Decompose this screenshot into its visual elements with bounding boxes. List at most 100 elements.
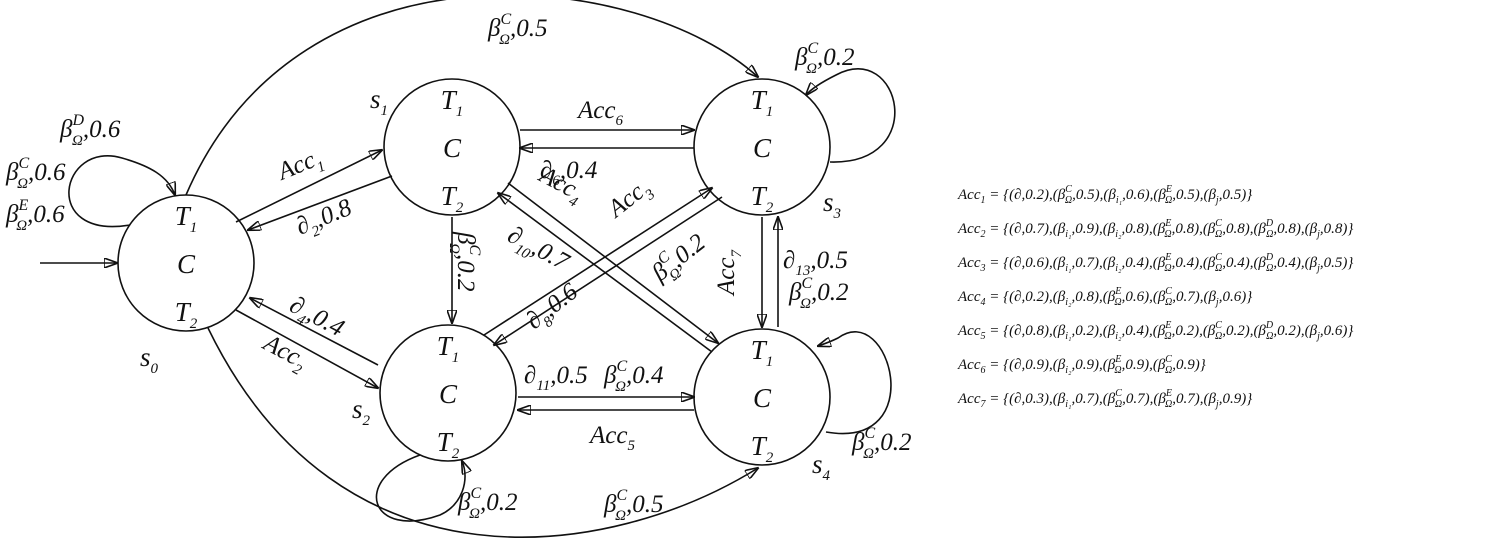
state-s1-row-0: T1 bbox=[441, 85, 464, 120]
label-s0-s1: Acc1 bbox=[272, 144, 328, 191]
label-s4-s3-d: ∂13,0.5 bbox=[783, 247, 848, 279]
svg-text:Acc3: Acc3 bbox=[601, 174, 658, 228]
svg-text:βCΩ,0.2: βCΩ,0.2 bbox=[446, 231, 483, 291]
label-s3-s1: ∂6,0.4 bbox=[540, 157, 597, 189]
label-s3-s2: βCΩ,0.2 bbox=[644, 226, 714, 292]
state-label-s0: s0 bbox=[140, 342, 159, 377]
state-s1: T1C T2 bbox=[383, 78, 521, 216]
label-s0-s2: Acc2 bbox=[255, 329, 312, 380]
svg-text:βCΩ,0.2: βCΩ,0.2 bbox=[851, 425, 911, 462]
state-circle-s3 bbox=[693, 78, 831, 216]
edge-s0-s4-bottom bbox=[207, 327, 758, 538]
svg-text:Acc7: Acc7 bbox=[713, 249, 745, 297]
edge-s0-s1 bbox=[235, 150, 382, 223]
edge-s0-s3-top bbox=[185, 0, 758, 196]
edge-s2-s3 bbox=[483, 188, 712, 336]
state-label-s4: s4 bbox=[812, 449, 831, 484]
svg-text:Acc2: Acc2 bbox=[255, 329, 312, 380]
edge-s4-self-loop bbox=[818, 331, 892, 435]
svg-text:βCΩ,0.5: βCΩ,0.5 bbox=[603, 487, 663, 524]
edge-s2-s0 bbox=[250, 298, 379, 366]
svg-text:βCΩ,0.2: βCΩ,0.2 bbox=[788, 275, 848, 312]
state-circle-s0 bbox=[117, 194, 255, 332]
svg-text:∂10,0.7: ∂10,0.7 bbox=[501, 221, 575, 280]
svg-text:βEΩ,0.6: βEΩ,0.6 bbox=[5, 197, 65, 234]
edge-s1-s0 bbox=[248, 175, 393, 230]
edge-s1-s4 bbox=[507, 182, 718, 343]
svg-text:βCΩ,0.4: βCΩ,0.4 bbox=[603, 358, 663, 395]
state-circle-s1 bbox=[383, 78, 521, 216]
edge-s0-s2 bbox=[235, 309, 378, 388]
state-s4: T1C T2 bbox=[693, 328, 831, 466]
state-s2-row-1: C bbox=[439, 379, 458, 409]
svg-text:Acc1: Acc1 bbox=[272, 144, 328, 191]
svg-text:βCΩ,0.5: βCΩ,0.5 bbox=[487, 11, 547, 48]
state-label-s1: s1 bbox=[370, 84, 388, 119]
state-s2-row-2: T2 bbox=[437, 427, 460, 462]
state-circle-s4 bbox=[693, 328, 831, 466]
svg-text:∂4,0.4: ∂4,0.4 bbox=[283, 291, 349, 346]
svg-text:βCΩ,0.2: βCΩ,0.2 bbox=[457, 485, 517, 522]
svg-text:∂11,0.5: ∂11,0.5 bbox=[524, 362, 588, 394]
state-label-s2: s2 bbox=[352, 394, 371, 429]
state-s1-row-2: T2 bbox=[441, 181, 464, 216]
label-s4-s2: Acc5 bbox=[588, 422, 635, 454]
state-s1-row-1: C bbox=[443, 133, 462, 163]
state-s2-row-0: T1 bbox=[437, 331, 460, 366]
label-s3-s4: Acc7 bbox=[713, 249, 745, 297]
state-s0-row-2: T2 bbox=[175, 297, 198, 332]
label-s1-s3: Acc6 bbox=[576, 97, 623, 129]
label-s2-s3: Acc3 bbox=[601, 174, 658, 228]
state-s3: T1C T2 bbox=[693, 78, 831, 216]
label-s4-s1: ∂10,0.7 bbox=[501, 221, 575, 280]
edge-s0-self-loop bbox=[68, 155, 175, 228]
svg-text:βDΩ,0.6: βDΩ,0.6 bbox=[59, 112, 121, 149]
label-s2-s4-d: ∂11,0.5 bbox=[524, 362, 588, 394]
state-s0: T1C T2 bbox=[117, 194, 255, 332]
state-s3-row-1: C bbox=[753, 133, 772, 163]
state-s4-row-2: T2 bbox=[751, 431, 774, 466]
label-s1-s0: ∂2,0.8 bbox=[292, 194, 358, 245]
state-s4-row-1: C bbox=[753, 383, 772, 413]
state-s0-row-1: C bbox=[177, 249, 196, 279]
svg-text:∂8,0.6: ∂8,0.6 bbox=[521, 278, 586, 339]
state-s4-row-0: T1 bbox=[751, 335, 774, 370]
edge-s3-self-loop bbox=[806, 68, 896, 163]
svg-text:βCΩ,0.2: βCΩ,0.2 bbox=[794, 40, 854, 77]
svg-text:∂2,0.8: ∂2,0.8 bbox=[292, 194, 358, 245]
svg-text:βCΩ,0.2: βCΩ,0.2 bbox=[644, 226, 714, 292]
state-s0-row-0: T1 bbox=[175, 201, 198, 236]
state-label-s3: s3 bbox=[823, 187, 841, 222]
label-s2-s0: ∂4,0.4 bbox=[283, 291, 349, 346]
state-s3-row-0: T1 bbox=[751, 85, 774, 120]
edge-s3-s2 bbox=[494, 196, 723, 345]
state-circle-s2 bbox=[379, 324, 517, 462]
svg-text:∂13,0.5: ∂13,0.5 bbox=[783, 247, 848, 279]
svg-text:∂6,0.4: ∂6,0.4 bbox=[540, 157, 597, 189]
svg-text:βCΩ,0.6: βCΩ,0.6 bbox=[5, 155, 66, 192]
state-s2: T1C T2 bbox=[379, 324, 517, 462]
label-s1-s2: βCΩ,0.2 bbox=[446, 231, 483, 291]
svg-text:Acc6: Acc6 bbox=[576, 97, 623, 129]
label-s2-s3-d: ∂8,0.6 bbox=[521, 278, 586, 339]
svg-text:Acc5: Acc5 bbox=[588, 422, 635, 454]
state-s3-row-2: T2 bbox=[751, 181, 774, 216]
